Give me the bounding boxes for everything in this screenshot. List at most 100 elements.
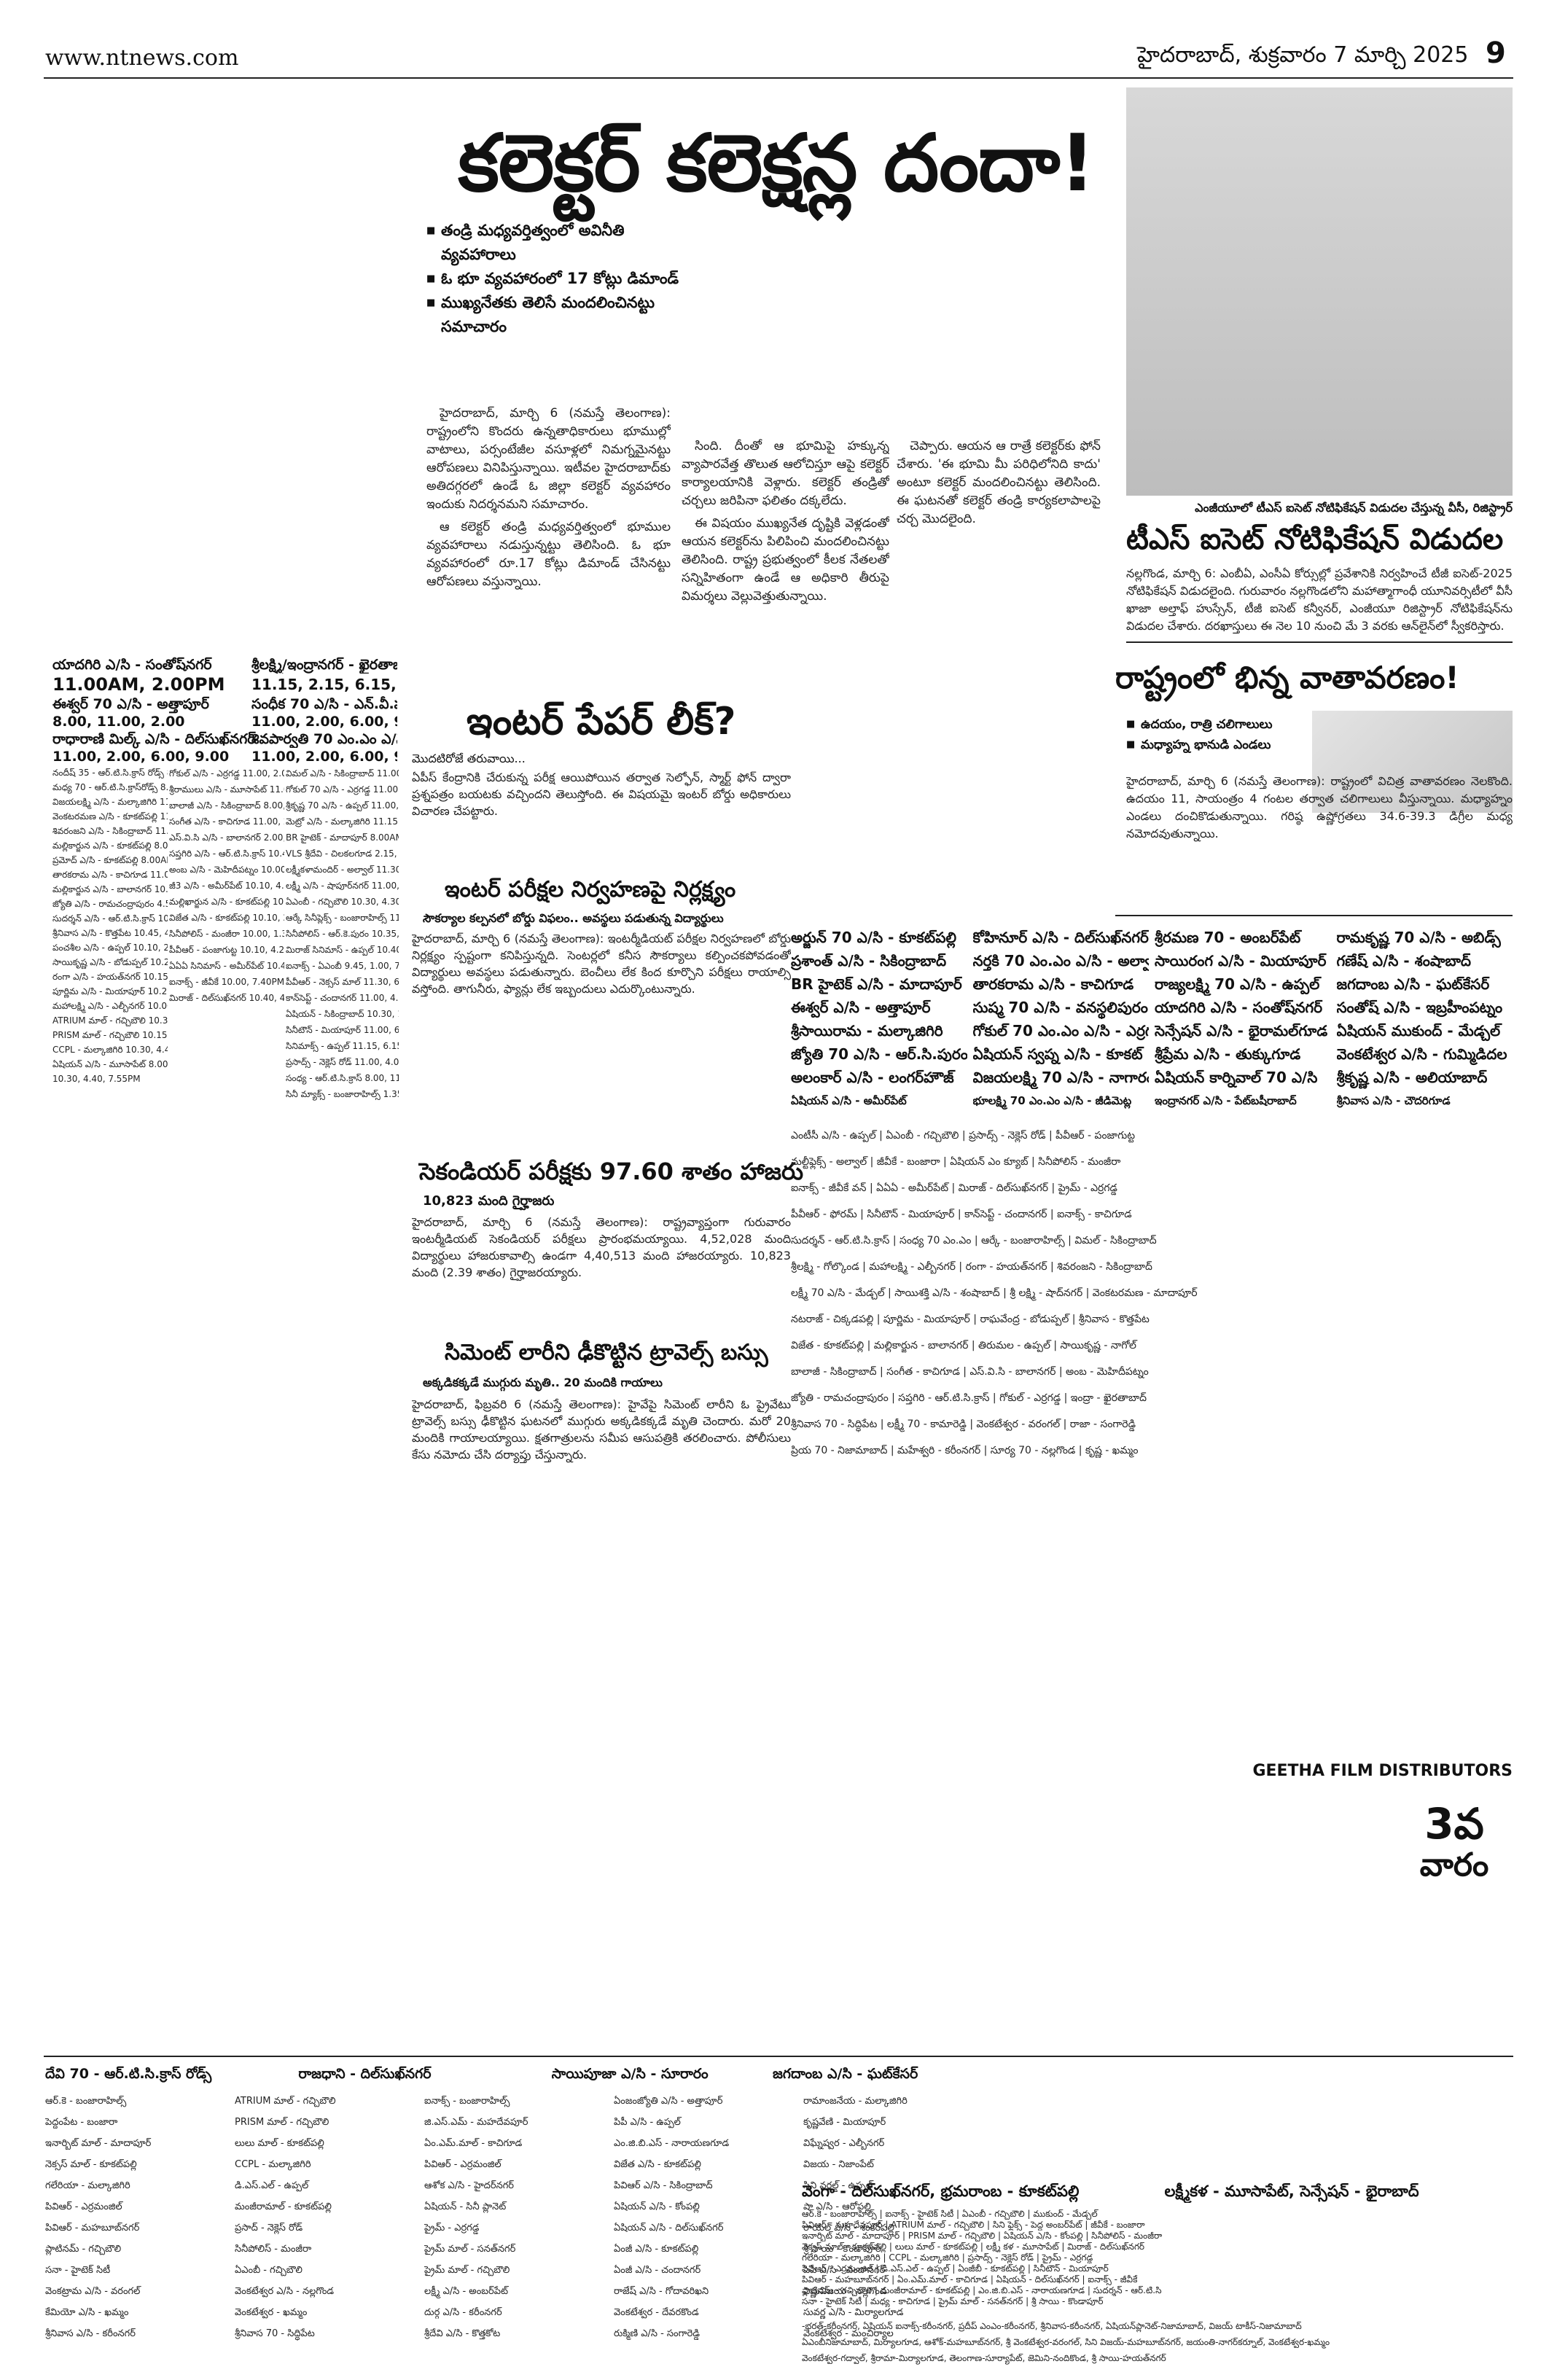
listing-row: ఏషియన్ ఎ/సి - కోంపల్లి xyxy=(614,2201,700,2212)
listing-row: సాయికృష్ణ ఎ/సి - బోడుప్పల్ 10.25, 1.05, … xyxy=(52,957,168,967)
listing-row: మల్టీఫ్లెక్స్ - అల్వాల్ | జీవీకే - బంజార… xyxy=(791,1156,1121,1168)
listing-cell: తారకరామ ఎ/సి - కాచిగూడ xyxy=(972,975,1134,993)
listing-row: రామాంజనేయ - మల్కాజిగిరి xyxy=(803,2096,908,2107)
listing-row: మల్లికార్జున ఎ/సి - బాలానగర్ 10.00, 3.00… xyxy=(52,884,168,894)
listing-row: బాలాజీ - సికింద్రాబాద్ | సంగీత - కాచిగూడ… xyxy=(791,1366,1149,1378)
ad-right-row: జ్యోతి 70 ఎ/సి - ఆర్.సి.పురం ఏషియన్ స్వప… xyxy=(791,1042,1513,1066)
listing-row: జ్యోతి - రామచంద్రాపురం | సప్తగిరి - ఆర్.… xyxy=(791,1392,1147,1404)
listing-row: రాధారాణి మిల్క్ ఎ/సి - దిల్‌సుఖ్‌నగర్ xyxy=(52,731,256,747)
listing-cell: అలంకార్ ఎ/సి - లంగర్‌హౌజ్ xyxy=(791,1069,954,1086)
bottom-ad-header: రాజధాని - దిల్‌సుఖ్‌నగర్ xyxy=(298,2066,432,2082)
listing-row: PRISM మాల్ - గచ్చిబౌలి xyxy=(235,2117,329,2128)
listing-cell: విజయలక్ష్మి 70 ఎ/సి - నాగారం xyxy=(972,1069,1150,1086)
bottom-ad-headers: దేవి 70 - ఆర్.టి.సి.క్రాస్ రోడ్స్ రాజధాన… xyxy=(45,2063,796,2085)
listing-row: నటరాజ్ - చిక్కడపల్లి | పూర్ణిమ - మియాపూర… xyxy=(791,1314,1150,1325)
ad-left-col-3: విమల్ ఎ/సి - సికింద్రాబాద్ 11.00, 2.00, … xyxy=(286,765,399,1239)
ad-right-row: అర్జున్ 70 ఎ/సి - కూకట్‌పల్లి కోహినూర్ ఎ… xyxy=(791,926,1513,949)
listing-row: జీ3 ఎ/సి - అమీర్‌పేట్ 10.10, 4.25, 7.40P… xyxy=(169,881,284,891)
listing-row: శ్రీనివాస ఎ/సి - కరీంనగర్ xyxy=(45,2328,136,2339)
listing-row: ప్రసాద్ - నెక్లెస్ రోడ్ xyxy=(235,2223,303,2233)
listing-cell: నర్తకి 70 ఎం.ఎం ఎ/సి - అల్వాల్ xyxy=(972,952,1150,969)
weather-bullet: మధ్యాహ్న భానుడి ఎండలు xyxy=(1126,735,1301,755)
listing-row: పీవీఆర్ - నెక్సస్ మాల్ 11.30, 6.30PM xyxy=(286,977,399,987)
ad-right: అర్జున్ 70 ఎ/సి - కూకట్‌పల్లి కోహినూర్ ఎ… xyxy=(791,926,1513,1728)
inter-sub1: ఇంటర్ పరీక్షల నిర్వహణపై నిర్లక్ష్యం xyxy=(445,877,736,902)
listing-row: సుదర్శన్ ఎ/సి - ఆర్.టి.సి.క్రాస్ 10.10, … xyxy=(52,913,168,924)
website-url[interactable]: www.ntnews.com xyxy=(45,45,239,71)
listing-row: ప్రియ 70 - నిజామాబాద్ | మహేశ్వరి - కరీంన… xyxy=(791,1445,1139,1456)
listing-row: VLS శ్రీదేవి - చిలకలగూడ 2.15, 9.00PM xyxy=(286,848,399,859)
listing-row: ఆర్.కె - బంజారాహిల్స్ xyxy=(45,2096,127,2107)
page-number: 9 xyxy=(1486,36,1506,70)
listing-row: గోకుల్ ఎ/సి - ఎర్రగడ్డ 11.00, 2.00, 6.00… xyxy=(169,768,284,779)
listing-row: లక్ష్మీ ఎ/సి - షాపూర్‌నగర్ 11.00, 2.00, … xyxy=(286,881,399,891)
ad-right-list: ఎంటీసీ ఎ/సి - ఉప్పల్ | ఏఎంబీ - గచ్చిబౌలి… xyxy=(791,1123,1513,1464)
listing-row: 10.30, 4.40, 7.55PM xyxy=(52,1074,141,1084)
listing-row: పీవీఆర్ - పంజాగుట్ట 10.10, 4.20, 10.50PM xyxy=(169,945,284,955)
footer-line: -భరత్-కరీంనగర్, ఏషియన్ ఐనాక్స్-కరీంనగర్,… xyxy=(802,2321,1302,2331)
main-paragraph: సింది. దీంతో ఆ భూమిపై హక్కున్న వ్యాపారవే… xyxy=(682,439,889,508)
listing-row: ATRIUM మాల్ - గచ్చిబౌలి xyxy=(235,2096,336,2107)
listing-row: ఏషియన్ - సికింద్రాబాద్ 10.30, 1.30, 7.30… xyxy=(286,1009,399,1019)
footer-line: ఏఎంబీనిజామాబాద్, మిర్యాలగూడ, ఆశోక్-మహబూబ… xyxy=(802,2337,1330,2347)
listing-row: CCPL - మల్కాజిగిరి xyxy=(235,2159,311,2170)
listing-cell: కోహినూర్ ఎ/సి - దిల్‌సుఖ్‌నగర్ xyxy=(972,929,1149,946)
listing-cell: శ్రీకృష్ణ ఎ/సి - అలియాబాద్ xyxy=(1336,1069,1488,1086)
listing-row: వెంకట్రామ ఎ/సి - వరంగల్ xyxy=(45,2286,141,2297)
listing-row: BR హైటెక్ - మాదాపూర్ 8.00AM xyxy=(286,832,399,843)
listing-row: ప్రైమ్ మాల్ - గచ్చిబౌలి xyxy=(424,2265,510,2276)
weather-rule xyxy=(1115,915,1513,916)
weather-bullets: ఉదయం, రాత్రి చలిగాలులు మధ్యాహ్న భానుడి ఎ… xyxy=(1126,714,1301,755)
listing-row: కాన్‌సెప్ట్ - చందానగర్ 11.00, 4.30PM xyxy=(286,993,399,1003)
main-story-bullets: తండ్రి మధ్యవర్తిత్వంలో అవినీతి వ్యవహారాల… xyxy=(426,219,689,339)
listing-row: జ్యోతి ఎ/సి - రామచంద్రాపురం 4.55, 11.00P… xyxy=(52,899,168,909)
listing-row: ఎంటీసీ ఎ/సి - ఉప్పల్ | ఏఎంబీ - గచ్చిబౌలి… xyxy=(791,1130,1136,1142)
listing-row: ఐనాక్స్ - ఏఎంబీ 9.45, 1.00, 7.15, 10.25 xyxy=(286,961,399,971)
ad-right-row: ప్రశాంత్ ఎ/సి - సికింద్రాబాద్ నర్తకి 70 … xyxy=(791,949,1513,972)
bottom-ad-footer: -భరత్-కరీంనగర్, ఏషియన్ ఐనాక్స్-కరీంనగర్,… xyxy=(802,2318,1513,2373)
listing-cell: ప్రశాంత్ ఎ/సి - సికింద్రాబాద్ xyxy=(791,952,947,969)
listing-row: శ్రీలక్ష్మి - గోల్కొండ | మహాలక్ష్మి - ఎల… xyxy=(791,1261,1152,1273)
listing-row: వెంకటేశ్వర - ఖమ్మం xyxy=(235,2307,308,2318)
listing-row: 11.15, 2.15, 6.15, 9.30 xyxy=(251,676,397,693)
listing-row: ప్రైమ్ - ఎర్రగడ్డ xyxy=(424,2223,480,2233)
listing-row: సువర్ణ ఎ/సి - మిర్యాలగూడ xyxy=(803,2307,904,2318)
weather-text: హైదరాబాద్, మార్చి 6 (నమస్తే తెలంగాణ): రా… xyxy=(1126,774,1513,840)
listing-row: నెక్సస్ మాల్ - కూకట్‌పల్లి | లులు మాల్ -… xyxy=(802,2242,1145,2252)
listing-row: ఏఏఏ సినిమాస్ - అమీర్‌పేట్ 10.40, 4.35, 1… xyxy=(169,961,284,971)
listing-row: ఆర్.కె - బంజారాహిల్స్ | ఐనాక్స్ - హైటెక్… xyxy=(802,2209,1098,2219)
tet-headline: టీఎస్ ఐసెట్ నోటిఫికేషన్ విడుదల xyxy=(1126,523,1504,556)
listing-row: పివిఆర్ ఎ/సి - సికింద్రాబాద్ xyxy=(614,2180,713,2191)
main-paragraph: చెప్పారు. ఆయన ఆ రాత్రే కలెక్టర్‌కు ఫోన్ … xyxy=(897,439,1101,526)
week-badge-number: 3వ xyxy=(1424,1799,1484,1849)
listing-row: శ్రీ సాయి - కొండాపూర్ xyxy=(803,2244,881,2255)
listing-cell: సుష్మ 70 ఎ/సి - వనస్థలిపురం xyxy=(972,999,1148,1016)
listing-row: ఏంజీ ఎ/సి - చందానగర్ xyxy=(614,2265,701,2276)
listing-row: శ్రీరాములు ఎ/సి - మూసాపేట్ 11.00, 2.00, … xyxy=(169,784,284,795)
bottom-ad-col: ఐనాక్స్ - బంజారాహిల్స్ జి.ఎస్.ఎమ్ - మహదే… xyxy=(424,2091,606,2360)
ad-right-row: అలంకార్ ఎ/సి - లంగర్‌హౌజ్ విజయలక్ష్మి 70… xyxy=(791,1066,1513,1089)
listing-row: వెంకటేశ్వర - దేవరకొండ xyxy=(614,2307,699,2318)
listing-row: ఏఎంబీ - గచ్చిబౌలి 10.30, 4.30, 7.30, 10.… xyxy=(286,897,399,907)
listing-row: తారకరామ ఎ/సి - కాచిగూడ 11.00AM, 9.00PM xyxy=(52,870,168,880)
listing-cell: శ్రీసాయిరామ - మల్కాజిగిరి xyxy=(791,1022,943,1039)
listing-row: సంధీక 70 ఎ/సి - ఎన్.వీ.పురం xyxy=(251,696,397,712)
listing-row: మిరాజ్ - దిల్‌సుఖ్‌నగర్ 10.40, 4.35, 10.… xyxy=(169,993,284,1003)
main-bullet: తండ్రి మధ్యవర్తిత్వంలో అవినీతి వ్యవహారాల… xyxy=(426,219,689,267)
listing-row: లక్ష్మీకళామందిర్ - అల్వాల్ 11.30, 2.30, … xyxy=(286,865,399,875)
bottom-ad-rule xyxy=(44,2056,1513,2057)
listing-row: సనా - హైటెక్ సిటీ | మధ్య - కాచిగూడ | ప్ర… xyxy=(802,2296,1104,2306)
listing-row: ఏం.ఎమ్.మాల్ - కాచిగూడ xyxy=(424,2138,523,2149)
listing-cell: సాయిరంగ ఎ/సి - మియాపూర్ xyxy=(1155,952,1327,969)
listing-row: లక్ష్మీ ఎ/సి - అంబర్‌పేట్ xyxy=(424,2286,509,2297)
listing-row: 11.00AM, 2.00PM xyxy=(52,674,225,695)
listing-row: శ్రీకృష్ణ 70 ఎ/సి - ఉప్పల్ 11.00, 2.00, … xyxy=(286,800,399,811)
inter-sub2-text: హైదరాబాద్, మార్చి 6 (నమస్తే తెలంగాణ): రా… xyxy=(412,1215,791,1279)
listing-row: ATRIUM మాల్ - గచ్చిబౌలి 10.35, 4.20, 10.… xyxy=(52,1015,168,1026)
bottom-ad-col: ఆర్.కె - బంజారాహిల్స్ పెద్దంపేట - బంజారా… xyxy=(45,2091,227,2360)
listing-row: విజేత ఎ/సి - కూకట్‌పల్లి xyxy=(614,2159,701,2170)
ad-right-row: ఏషియన్ ఎ/సి - అమీర్‌పేట్ భూలక్ష్మి 70 ఎం… xyxy=(791,1089,1513,1112)
listing-row: శివరంజని ఎ/సి - సికింద్రాబాద్ 11.45, 2.4… xyxy=(52,826,168,836)
listing-row: మధ్య 70 - ఆర్.టి.సి.క్రాస్‌రోడ్స్ 8.00AM xyxy=(52,782,168,792)
listing-row: సంగీత ఎ/సి - కాచిగూడ 11.00, 2.00, 9.00 xyxy=(169,816,284,827)
